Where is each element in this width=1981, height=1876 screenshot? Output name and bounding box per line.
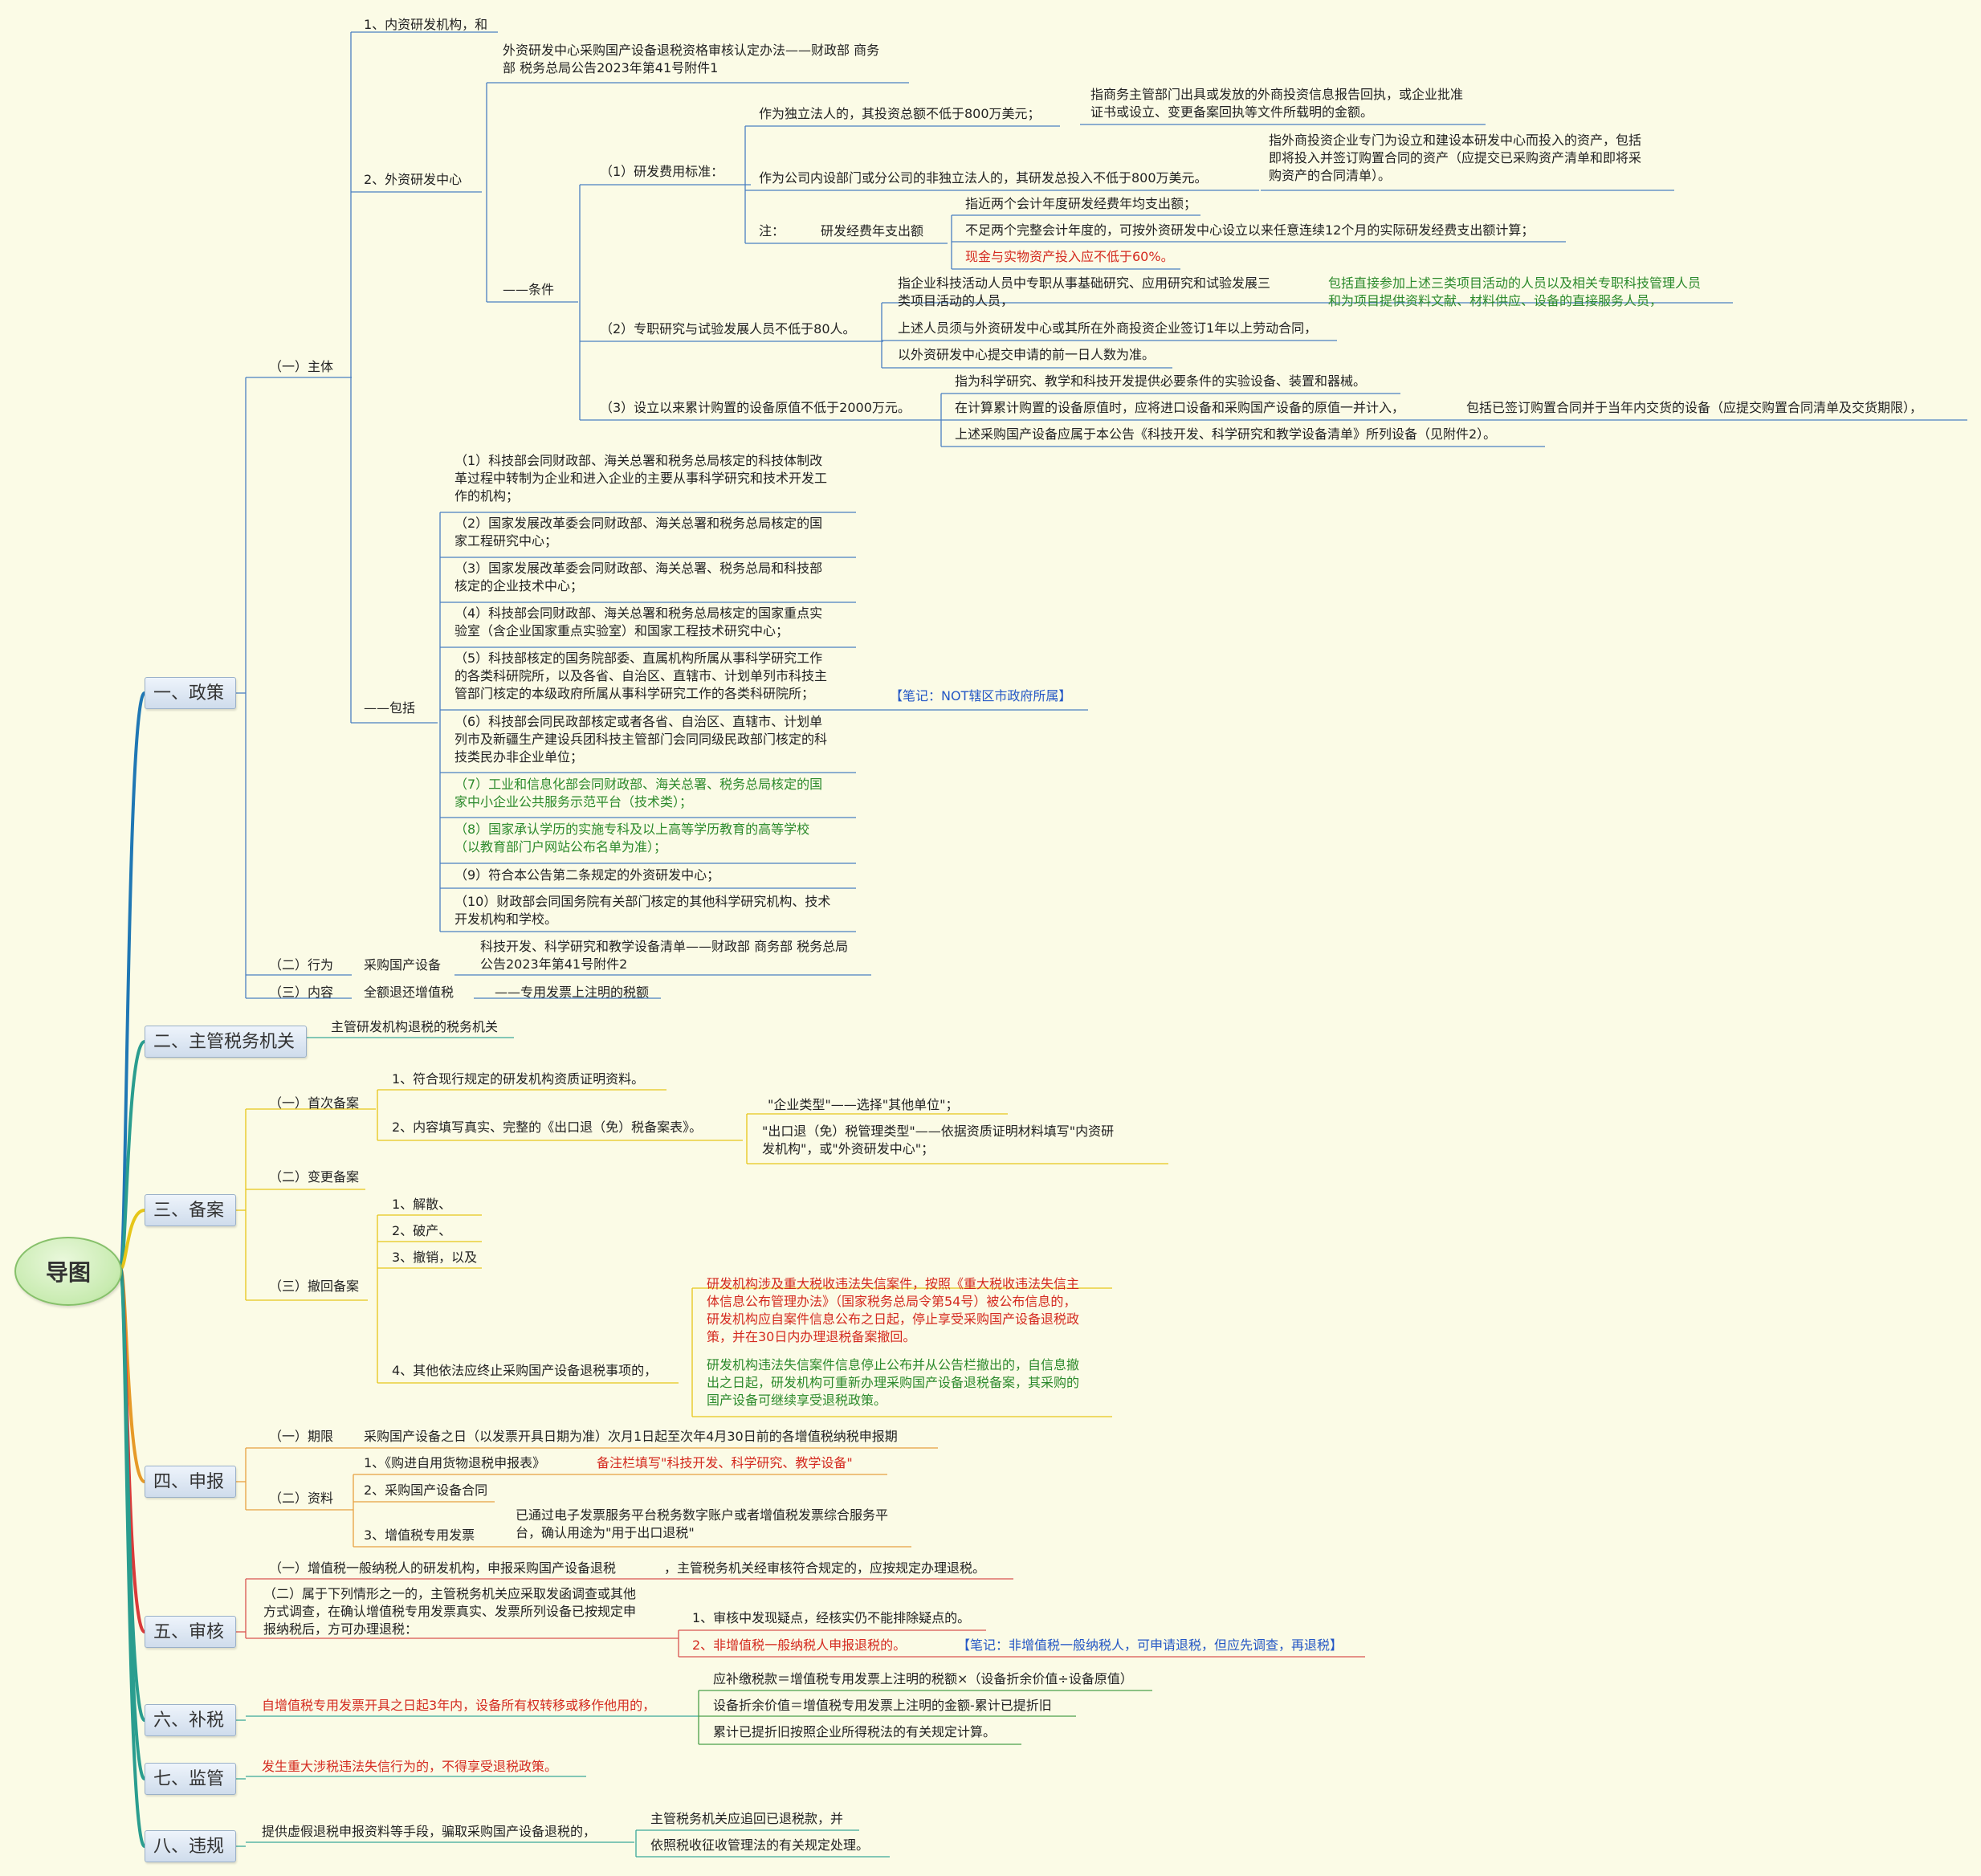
node-cond1b[interactable]: 作为公司内设部门或分公司的非独立法人的，其研发总投入不低于800万美元。: [759, 170, 1208, 186]
node-material-3[interactable]: 3、增值税专用发票: [364, 1527, 475, 1543]
node-review-1[interactable]: （一）增值税一般纳税人的研发机构，申报采购国产设备退税: [269, 1560, 617, 1576]
node-material-3-note[interactable]: 已通过电子发票服务平台税务数字账户或者增值税发票综合服务平 台，确认用途为"用于…: [516, 1507, 889, 1540]
node-cond1a-note[interactable]: 指商务主管部门出具或发放的外商投资信息报告回执，或企业批准 证书或设立、变更备案…: [1090, 87, 1464, 120]
branch-filing[interactable]: 三、备案: [145, 1194, 236, 1226]
node-withdraw-1[interactable]: 1、解散、: [392, 1197, 452, 1212]
node-materials[interactable]: （二）资料: [269, 1491, 334, 1506]
node-include-6[interactable]: （6）科技部会同民政部核定或者各省、自治区、直辖市、计划单 列市及新疆生产建设兵…: [454, 714, 828, 765]
branch-review[interactable]: 五、审核: [145, 1616, 236, 1648]
node-supervision[interactable]: 发生重大涉税违法失信行为的，不得享受退税政策。: [262, 1759, 558, 1774]
node-withdraw-filing[interactable]: （三）撤回备案: [269, 1279, 360, 1294]
node-purchase[interactable]: 采购国产设备: [364, 957, 442, 973]
node-back-tax-2[interactable]: 设备折余价值＝增值税专用发票上注明的金额-累计已提折旧: [713, 1698, 1052, 1713]
node-content[interactable]: （三）内容: [269, 985, 334, 1000]
node-cond1[interactable]: （1）研发费用标准：: [600, 164, 724, 179]
node-period[interactable]: （一）期限: [269, 1429, 334, 1444]
node-cond3a[interactable]: 指为科学研究、教学和科技开发提供必要条件的实验设备、装置和器械。: [955, 373, 1367, 389]
node-include-8[interactable]: （8）国家承认学历的实施专科及以上高等学历教育的高等学校 （以教育部门户网站公布…: [454, 822, 810, 854]
node-first-2[interactable]: 2、内容填写真实、完整的《出口退（免）税备案表》。: [392, 1119, 703, 1135]
node-include-7[interactable]: （7）工业和信息化部会同财政部、海关总署、税务总局核定的国 家中小企业公共服务示…: [454, 777, 823, 810]
branch-policy[interactable]: 一、政策: [145, 677, 236, 709]
node-foreign-rd[interactable]: 2、外资研发中心: [364, 172, 463, 187]
node-full-refund[interactable]: 全额退还增值税: [364, 985, 454, 1000]
node-subject[interactable]: （一）主体: [269, 359, 334, 374]
node-cond3b-note[interactable]: 包括已签订购置合同并于当年内交货的设备（应提交购置合同清单及交货期限），: [1466, 400, 1923, 415]
node-include-9[interactable]: （9）符合本公告第二条规定的外资研发中心；: [454, 867, 720, 883]
node-include-1[interactable]: （1）科技部会同财政部、海关总署和税务总局核定的科技体制改 革过程中转制为企业和…: [454, 453, 828, 504]
root-node[interactable]: 导图: [14, 1237, 122, 1306]
branch-back-tax[interactable]: 六、补税: [145, 1704, 236, 1736]
node-review-2b-note[interactable]: 【笔记：非增值税一般纳税人，可申请退税，但应先调查，再退税】: [957, 1637, 1343, 1653]
node-purchase-note[interactable]: 科技开发、科学研究和教学设备清单——财政部 商务部 税务总局 公告2023年第4…: [480, 939, 849, 972]
node-include-4[interactable]: （4）科技部会同财政部、海关总署和税务总局核定的国家重点实 验室（含企业国家重点…: [454, 606, 823, 638]
node-back-tax[interactable]: 自增值税专用发票开具之日起3年内，设备所有权转移或移作他用的，: [262, 1698, 656, 1713]
node-cond3b[interactable]: 在计算累计购置的设备原值时，应将进口设备和采购国产设备的原值一并计入，: [955, 400, 1405, 415]
branch-supervision[interactable]: 七、监管: [145, 1763, 236, 1795]
node-withdraw-4b[interactable]: 研发机构违法失信案件信息停止公布并从公告栏撤出的，自信息撤 出之日起，研发机构可…: [707, 1357, 1080, 1408]
node-withdraw-3[interactable]: 3、撤销，以及: [392, 1250, 478, 1265]
node-foreign-rd-law[interactable]: 外资研发中心采购国产设备退税资格审核认定办法——财政部 商务 部 税务总局公告2…: [503, 43, 880, 75]
node-conditions[interactable]: ——条件: [503, 282, 555, 297]
node-first-2a[interactable]: "企业类型"——选择"其他单位"；: [768, 1097, 959, 1112]
node-review-2a[interactable]: 1、审核中发现疑点，经核实仍不能排除疑点的。: [692, 1610, 971, 1625]
node-violation-2[interactable]: 依照税收征收管理法的有关规定处理。: [650, 1837, 870, 1853]
node-material-1-note[interactable]: 备注栏填写"科技开发、科学研究、教学设备": [597, 1455, 853, 1470]
node-cond2[interactable]: （2）专职研究与试验发展人员不低于80人。: [600, 321, 856, 336]
node-cond2b[interactable]: 上述人员须与外资研发中心或其所在外商投资企业签订1年以上劳动合同，: [898, 320, 1318, 336]
node-include-3[interactable]: （3）国家发展改革委会同财政部、海关总署、税务总局和科技部 核定的企业技术中心；: [454, 561, 823, 593]
branch-declaration[interactable]: 四、申报: [145, 1466, 236, 1498]
node-violation-1[interactable]: 主管税务机关应追回已退税款，并: [650, 1811, 844, 1826]
node-tax-authority[interactable]: 主管研发机构退税的税务机关: [331, 1019, 499, 1034]
node-violation[interactable]: 提供虚假退税申报资料等手段，骗取采购国产设备退税的，: [262, 1824, 597, 1839]
node-review-1b[interactable]: ，主管税务机关经审核符合规定的，应按规定办理退税。: [664, 1560, 986, 1576]
node-back-tax-3[interactable]: 累计已提折旧按照企业所得税法的有关规定计算。: [713, 1724, 997, 1739]
node-rd-expense[interactable]: 研发经费年支出额: [821, 223, 924, 239]
node-change-filing[interactable]: （二）变更备案: [269, 1169, 360, 1185]
node-include-2[interactable]: （2）国家发展改革委会同财政部、海关总署和税务总局核定的国 家工程研究中心；: [454, 516, 823, 549]
branch-tax-authority[interactable]: 二、主管税务机关: [145, 1026, 307, 1058]
node-period-value[interactable]: 采购国产设备之日（以发票开具日期为准）次月1日起至次年4月30日前的各增值税纳税…: [364, 1429, 898, 1444]
node-material-1[interactable]: 1、《购进自用货物退税申报表》: [364, 1455, 546, 1470]
node-cond2a-note[interactable]: 包括直接参加上述三类项目活动的人员以及相关专职科技管理人员 和为项目提供资料文献…: [1328, 275, 1702, 308]
node-cond3c[interactable]: 上述采购国产设备应属于本公告《科技开发、科学研究和教学设备清单》所列设备（见附件…: [955, 426, 1497, 442]
node-includes[interactable]: ——包括: [364, 700, 416, 716]
node-review-2b[interactable]: 2、非增值税一般纳税人申报退税的。: [692, 1637, 907, 1653]
node-include-5[interactable]: （5）科技部核定的国务院部委、直属机构所属从事科学研究工作 的各类科研院所，以及…: [454, 650, 828, 701]
branch-violation[interactable]: 八、违规: [145, 1830, 236, 1862]
node-rd-expense-3[interactable]: 现金与实物资产投入应不低于60%。: [965, 249, 1174, 264]
node-behavior[interactable]: （二）行为: [269, 957, 334, 973]
node-include-5-note[interactable]: 【笔记：NOT辖区市政府所属】: [890, 688, 1072, 704]
node-withdraw-2[interactable]: 2、破产、: [392, 1223, 452, 1238]
node-note-label[interactable]: 注：: [759, 223, 785, 239]
node-domestic-rd[interactable]: 1、内资研发机构，和: [364, 17, 488, 32]
node-back-tax-1[interactable]: 应补缴税款＝增值税专用发票上注明的税额×（设备折余价值÷设备原值）: [713, 1671, 1133, 1686]
node-first-2b[interactable]: "出口退（免）税管理类型"——依据资质证明材料填写"内资研 发机构"，或"外资研…: [762, 1124, 1115, 1156]
node-invoice-tax[interactable]: ——专用发票上注明的税额: [495, 985, 650, 1000]
node-cond2c[interactable]: 以外资研发中心提交申请的前一日人数为准。: [898, 347, 1156, 362]
node-cond3[interactable]: （3）设立以来累计购置的设备原值不低于2000万元。: [600, 400, 911, 415]
node-withdraw-4[interactable]: 4、其他依法应终止采购国产设备退税事项的，: [392, 1363, 658, 1378]
node-cond2a[interactable]: 指企业科技活动人员中专职从事基础研究、应用研究和试验发展三 类项目活动的人员，: [898, 275, 1271, 308]
node-first-1[interactable]: 1、符合现行规定的研发机构资质证明资料。: [392, 1071, 645, 1087]
node-include-10[interactable]: （10）财政部会同国务院有关部门核定的其他科学研究机构、技术 开发机构和学校。: [454, 894, 831, 927]
node-withdraw-4a[interactable]: 研发机构涉及重大税收违法失信案件，按照《重大税收违法失信主 体信息公布管理办法》…: [707, 1276, 1080, 1344]
node-cond1b-note[interactable]: 指外商投资企业专门为设立和建设本研发中心而投入的资产，包括 即将投入并签订购置合…: [1269, 133, 1642, 183]
node-cond1a[interactable]: 作为独立法人的，其投资总额不低于800万美元；: [759, 106, 1041, 121]
node-rd-expense-1[interactable]: 指近两个会计年度研发经费年均支出额；: [965, 196, 1197, 211]
node-review-2[interactable]: （二）属于下列情形之一的，主管税务机关应采取发函调查或其他 方式调查，在确认增值…: [263, 1586, 637, 1637]
node-rd-expense-2[interactable]: 不足两个完整会计年度的，可按外资研发中心设立以来任意连续12个月的实际研发经费支…: [965, 222, 1535, 238]
node-first-filing[interactable]: （一）首次备案: [269, 1095, 360, 1111]
node-material-2[interactable]: 2、采购国产设备合同: [364, 1482, 488, 1498]
